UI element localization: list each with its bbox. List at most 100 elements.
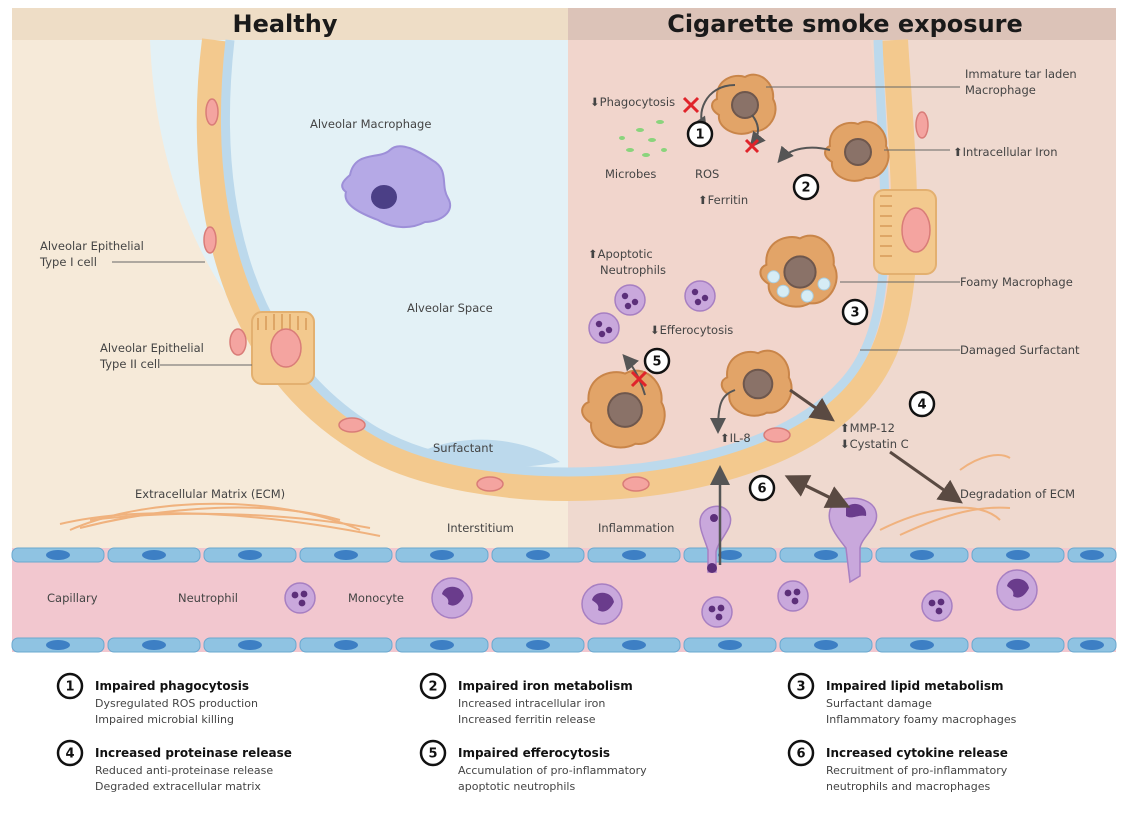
legend-line: neutrophils and macrophages	[826, 780, 990, 793]
healthy-header: Healthy	[233, 10, 338, 38]
legend-number: 1	[65, 680, 74, 695]
endothelial-nucleus	[814, 640, 838, 650]
endothelial-nucleus	[1080, 550, 1104, 560]
endothelial-nucleus	[142, 640, 166, 650]
legend-line: Degraded extracellular matrix	[95, 780, 261, 793]
endothelial-nucleus	[46, 640, 70, 650]
legend-title: Impaired phagocytosis	[95, 679, 249, 693]
neutrophil-label: Neutrophil	[178, 591, 238, 605]
apoptotic-label-line2: Neutrophils	[600, 263, 666, 277]
legend-line: Surfactant damage	[826, 697, 932, 710]
legend-item-2: 2Impaired iron metabolismIncreased intra…	[421, 674, 633, 726]
legend-line: Increased intracellular iron	[458, 697, 605, 710]
type2-label-line1: Alveolar Epithelial	[100, 341, 204, 355]
immature-label-line1: Immature tar laden	[965, 67, 1077, 81]
legend-item-6: 6 Increased cytokine releaseRecruitment o…	[789, 741, 1008, 793]
degradation-label: Degradation of ECM	[960, 487, 1075, 501]
capillary-label: Capillary	[47, 591, 98, 605]
monocyte-label: Monocyte	[348, 591, 404, 605]
endothelial-nucleus	[910, 550, 934, 560]
legend-title: Impaired lipid metabolism	[826, 679, 1003, 693]
legend-number: 5	[428, 747, 437, 762]
legend-number: 4	[65, 747, 74, 762]
endothelial-nucleus	[1080, 640, 1104, 650]
capillary-neutrophil	[285, 583, 315, 613]
immature-macrophage	[712, 75, 776, 134]
apoptotic-neutrophil	[615, 285, 645, 315]
legend-title: Impaired iron metabolism	[458, 679, 633, 693]
number-text: 4	[917, 398, 926, 413]
surfactant-label: Surfactant	[433, 441, 494, 455]
type1-label-line1: Alveolar Epithelial	[40, 239, 144, 253]
cystatin-label: ⬇Cystatin C	[840, 437, 909, 451]
endothelial-nucleus	[334, 640, 358, 650]
foamy-macrophage	[760, 236, 836, 307]
ferritin-label: ⬆Ferritin	[698, 193, 748, 207]
number-text: 3	[850, 306, 859, 321]
endothelial-nucleus	[718, 640, 742, 650]
legend-number: 3	[796, 680, 805, 695]
alveolar-macrophage-label: Alveolar Macrophage	[310, 117, 431, 131]
number-text: 2	[801, 181, 810, 196]
microbes-label: Microbes	[605, 167, 656, 181]
endothelial-nucleus	[910, 640, 934, 650]
endothelial-nucleus	[718, 550, 742, 560]
legend-title: Impaired efferocytosis	[458, 746, 610, 760]
number-text: 1	[695, 128, 704, 143]
legend-item-3: 3 Impaired lipid metabolismSurfactant dam…	[789, 674, 1017, 726]
endothelial-nucleus	[526, 550, 550, 560]
ros-label: ROS	[695, 167, 719, 181]
legend-title: Increased cytokine release	[826, 746, 1008, 760]
efferocytic-macrophage	[582, 371, 665, 448]
cytokine-macrophage	[722, 351, 792, 416]
legend-line: Recruitment of pro-inflammatory	[826, 764, 1008, 777]
legend-line: Impaired microbial killing	[95, 713, 234, 726]
legend-line: apoptotic neutrophils	[458, 780, 575, 793]
damaged-surfactant-label: Damaged Surfactant	[960, 343, 1080, 357]
inflammation-label: Inflammation	[598, 521, 674, 535]
foamy-macrophage-label: Foamy Macrophage	[960, 275, 1073, 289]
apoptotic-neutrophil	[589, 313, 619, 343]
capillary-neutrophil	[778, 581, 808, 611]
legend-item-5: 5Impaired efferocytosisAccumulation of p…	[421, 741, 647, 793]
endothelial-nucleus	[238, 550, 262, 560]
endothelial-nucleus	[622, 640, 646, 650]
smoke-header: Cigarette smoke exposure	[667, 10, 1023, 38]
endothelial-nucleus	[526, 640, 550, 650]
type2-cell-healthy	[252, 312, 314, 384]
intracellular-iron-label: ⬆Intracellular Iron	[953, 145, 1058, 159]
efferocytosis-label: ⬇Efferocytosis	[650, 323, 733, 337]
apoptotic-label-line1: ⬆Apoptotic	[588, 247, 653, 261]
endothelial-nucleus	[238, 640, 262, 650]
interstitium-label: Interstitium	[447, 521, 514, 535]
type2-cell-smoke	[874, 190, 936, 274]
number-text: 6	[757, 482, 766, 497]
capillary-neutrophil	[922, 591, 952, 621]
endothelial-nucleus	[142, 550, 166, 560]
endothelial-nucleus	[334, 550, 358, 560]
legend-line: Dysregulated ROS production	[95, 697, 258, 710]
apoptotic-neutrophil	[685, 281, 715, 311]
legend-line: Increased ferritin release	[458, 713, 596, 726]
legend-title: Increased proteinase release	[95, 746, 292, 760]
mmp12-label: ⬆MMP-12	[840, 421, 895, 435]
iron-laden-macrophage	[825, 122, 889, 181]
capillary-neutrophil	[702, 597, 732, 627]
immature-label-line2: Macrophage	[965, 83, 1036, 97]
legend-item-1: 1 Impaired phagocytosisDysregulated ROS p…	[58, 674, 258, 726]
legend-number: 6	[796, 747, 805, 762]
type2-label-line2: Type II cell	[99, 357, 160, 371]
il8-label: ⬆IL-8	[720, 431, 751, 445]
endothelial-nucleus	[430, 640, 454, 650]
legend-line: Reduced anti-proteinase release	[95, 764, 273, 777]
number-text: 5	[652, 355, 661, 370]
legend-line: Inflammatory foamy macrophages	[826, 713, 1017, 726]
endothelial-nucleus	[622, 550, 646, 560]
endothelial-nucleus	[1006, 550, 1030, 560]
ecm-label: Extracellular Matrix (ECM)	[135, 487, 285, 501]
legend: 1 Impaired phagocytosisDysregulated ROS p…	[58, 674, 1017, 793]
alveolar-space-label: Alveolar Space	[407, 301, 493, 315]
endothelial-nucleus	[46, 550, 70, 560]
